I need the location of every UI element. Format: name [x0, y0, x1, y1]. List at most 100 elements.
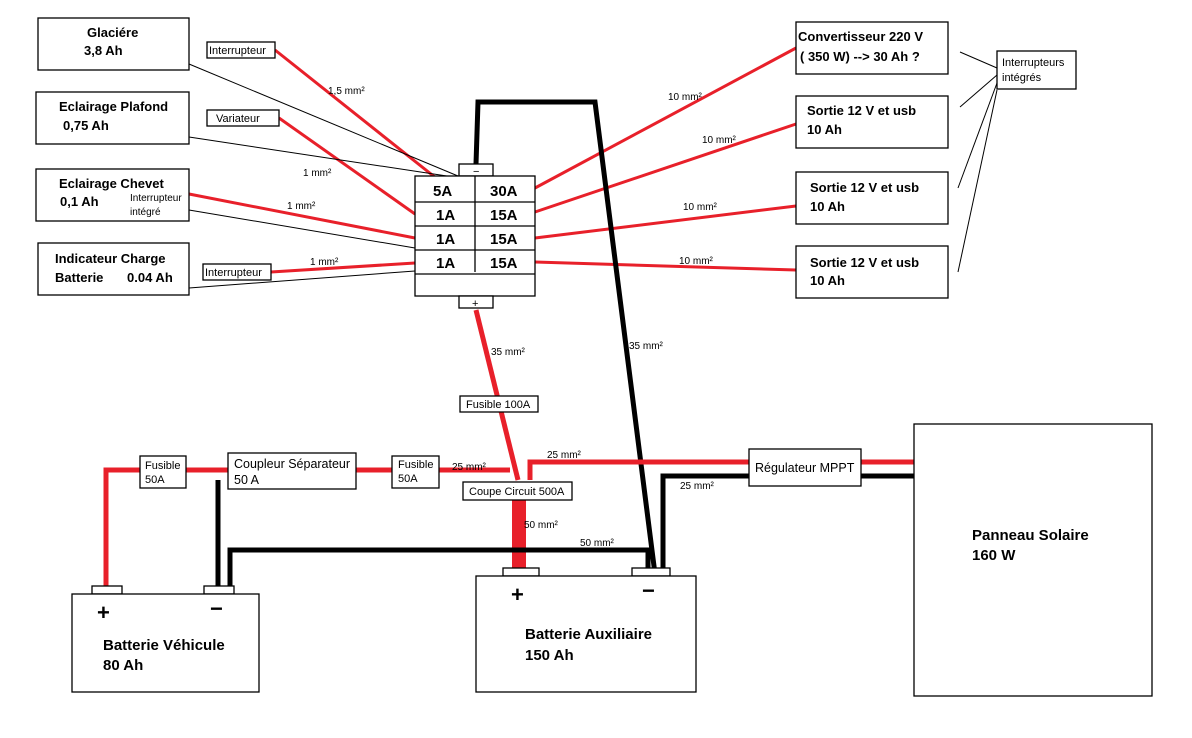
- wires: [103, 46, 998, 590]
- wire-label-chevet: 1 mm²: [287, 201, 316, 212]
- wire-plafond-pos: [278, 116, 416, 216]
- wire-negative-bus: [227, 547, 651, 590]
- switch-plafond: Variateur: [206, 109, 280, 127]
- fuse-50a-right-2: 50A: [398, 473, 418, 485]
- switch-indicateur: Interrupteur: [202, 263, 272, 281]
- mppt-regulator-label: Régulateur MPPT: [755, 461, 855, 475]
- load-sortie-1: Sortie 12 V et usb 10 Ah: [795, 95, 949, 149]
- battery-auxiliary-line1: Batterie Auxiliaire: [525, 626, 652, 643]
- wire-fuseblock-negative: [473, 99, 658, 575]
- wire-label-sortie-2: 10 mm²: [683, 202, 718, 213]
- leader-line: [959, 74, 998, 108]
- wire-chevet-pos: [188, 192, 416, 240]
- wire-sortie-3: [534, 260, 797, 272]
- load-sortie-1-line1: Sortie 12 V et usb: [807, 103, 916, 118]
- wire-label-plafond: 1 mm²: [303, 168, 332, 179]
- fuse-right-3: 15A: [490, 231, 518, 248]
- battery-auxiliary-minus: −: [642, 578, 655, 603]
- fuse-right-4: 15A: [490, 255, 518, 272]
- wire-chevet-neg: [188, 209, 416, 249]
- wire-label-sortie-1: 10 mm²: [702, 135, 737, 146]
- load-glaciere-name: Glaciére: [87, 25, 138, 40]
- wire-indicateur-neg: [188, 270, 416, 289]
- wire-cutoff-mppt: [527, 459, 749, 480]
- wire-glaciere-pos: [274, 48, 437, 180]
- wire-label-cutoff-mppt: 25 mm²: [547, 450, 582, 461]
- battery-auxiliary: + − Batterie Auxiliaire 150 Ah: [475, 567, 697, 693]
- wire-label-fuseblock-minus: 35 mm²: [629, 341, 664, 352]
- load-convertisseur-2: ( 350 W) --> 30 Ah ?: [800, 49, 920, 64]
- load-indicateur-name-2: Batterie: [55, 270, 103, 285]
- load-sortie-3: Sortie 12 V et usb 10 Ah: [795, 245, 949, 299]
- load-chevet-name: Eclairage Chevet: [59, 176, 164, 191]
- battery-vehicle-minus: −: [210, 596, 223, 621]
- load-chevet: Eclairage Chevet 0,1 Ah Interrupteur int…: [35, 168, 190, 222]
- coupler-line2: 50 A: [234, 473, 260, 487]
- battery-vehicle-line1: Batterie Véhicule: [103, 637, 225, 654]
- wire-label-fuseblock-plus: 35 mm²: [491, 347, 526, 358]
- fuse-50a-left-1: Fusible: [145, 460, 180, 472]
- battery-vehicle-plus: +: [97, 600, 110, 625]
- integrated-switches-line2: intégrés: [1002, 72, 1042, 84]
- load-plafond: Eclairage Plafond 0,75 Ah: [35, 91, 190, 145]
- load-sortie-3-line1: Sortie 12 V et usb: [810, 255, 919, 270]
- load-glaciere: Glaciére 3,8 Ah: [37, 17, 190, 71]
- coupler: Coupleur Séparateur 50 A: [227, 452, 357, 490]
- load-glaciere-value: 3,8 Ah: [84, 43, 123, 58]
- load-sortie-2-line1: Sortie 12 V et usb: [810, 180, 919, 195]
- load-sortie-2: Sortie 12 V et usb 10 Ah: [795, 171, 949, 225]
- battery-vehicle: + − Batterie Véhicule 80 Ah: [71, 585, 260, 693]
- fuse-block-plus: +: [472, 298, 478, 310]
- wire-indicateur-pos: [270, 261, 416, 274]
- fuse-block-minus: −: [473, 166, 479, 178]
- wire-label-coupler-cutoff: 25 mm²: [452, 462, 487, 473]
- load-sortie-2-line2: 10 Ah: [810, 199, 845, 214]
- wire-label-glaciere: 1,5 mm²: [328, 86, 365, 97]
- fuse-100a-label: Fusible 100A: [466, 399, 531, 411]
- solar-panel-line2: 160 W: [972, 547, 1016, 564]
- wire-sortie-2: [534, 204, 797, 240]
- fuse-50a-right-1: Fusible: [398, 459, 433, 471]
- leader-line: [959, 51, 998, 69]
- integrated-switches-line1: Interrupteurs: [1002, 57, 1065, 69]
- integrated-switches-note: Interrupteurs intégrés: [996, 50, 1077, 90]
- leader-line: [957, 82, 998, 189]
- fuse-right-1: 30A: [490, 183, 518, 200]
- fuse-block: − 5A 1A 1A 1A 30A 15A 15A 15A +: [414, 163, 536, 310]
- cutoff-switch: Coupe Circuit 500A: [462, 481, 573, 501]
- wire-glaciere-neg: [188, 63, 459, 177]
- load-indicateur-name-1: Indicateur Charge: [55, 251, 166, 266]
- wire-convertisseur: [534, 46, 797, 190]
- solar-panel-line1: Panneau Solaire: [972, 527, 1089, 544]
- load-plafond-value: 0,75 Ah: [63, 118, 109, 133]
- battery-vehicle-line2: 80 Ah: [103, 657, 143, 674]
- switch-glaciere-label: Interrupteur: [209, 45, 266, 57]
- fuse-left-2: 1A: [436, 207, 455, 224]
- switch-indicateur-label: Interrupteur: [205, 267, 262, 279]
- fuse-left-4: 1A: [436, 255, 455, 272]
- wire-sortie-1: [534, 122, 797, 214]
- wire-fuseblock-positive: [473, 309, 521, 481]
- wire-label-mppt-neg: 25 mm²: [680, 481, 715, 492]
- load-convertisseur: Convertisseur 220 V ( 350 W) --> 30 Ah ?: [795, 21, 949, 75]
- battery-auxiliary-plus: +: [511, 582, 524, 607]
- wire-label-sortie-3: 10 mm²: [679, 256, 714, 267]
- wire-vehicle-positive: [103, 467, 140, 590]
- fuse-left-3: 1A: [436, 231, 455, 248]
- load-plafond-name: Eclairage Plafond: [59, 99, 168, 114]
- battery-auxiliary-line2: 150 Ah: [525, 647, 574, 664]
- load-indicateur: Indicateur Charge Batterie 0.04 Ah: [37, 242, 190, 296]
- leader-line: [957, 89, 998, 273]
- load-sortie-3-line2: 10 Ah: [810, 273, 845, 288]
- switch-plafond-label: Variateur: [216, 113, 260, 125]
- load-indicateur-value: 0.04 Ah: [127, 270, 173, 285]
- solar-panel: Panneau Solaire 160 W: [913, 423, 1153, 697]
- switch-chevet-label-1: Interrupteur: [130, 193, 182, 204]
- cutoff-switch-label: Coupe Circuit 500A: [469, 486, 565, 498]
- wire-label-convertisseur: 10 mm²: [668, 92, 703, 103]
- fuse-100a: Fusible 100A: [459, 395, 539, 413]
- fuse-50a-left-2: 50A: [145, 474, 165, 486]
- wire-label-cutoff-battery: 50 mm²: [524, 520, 559, 531]
- fuse-50a-right: Fusible 50A: [391, 455, 440, 489]
- wire-label-indicateur: 1 mm²: [310, 257, 339, 268]
